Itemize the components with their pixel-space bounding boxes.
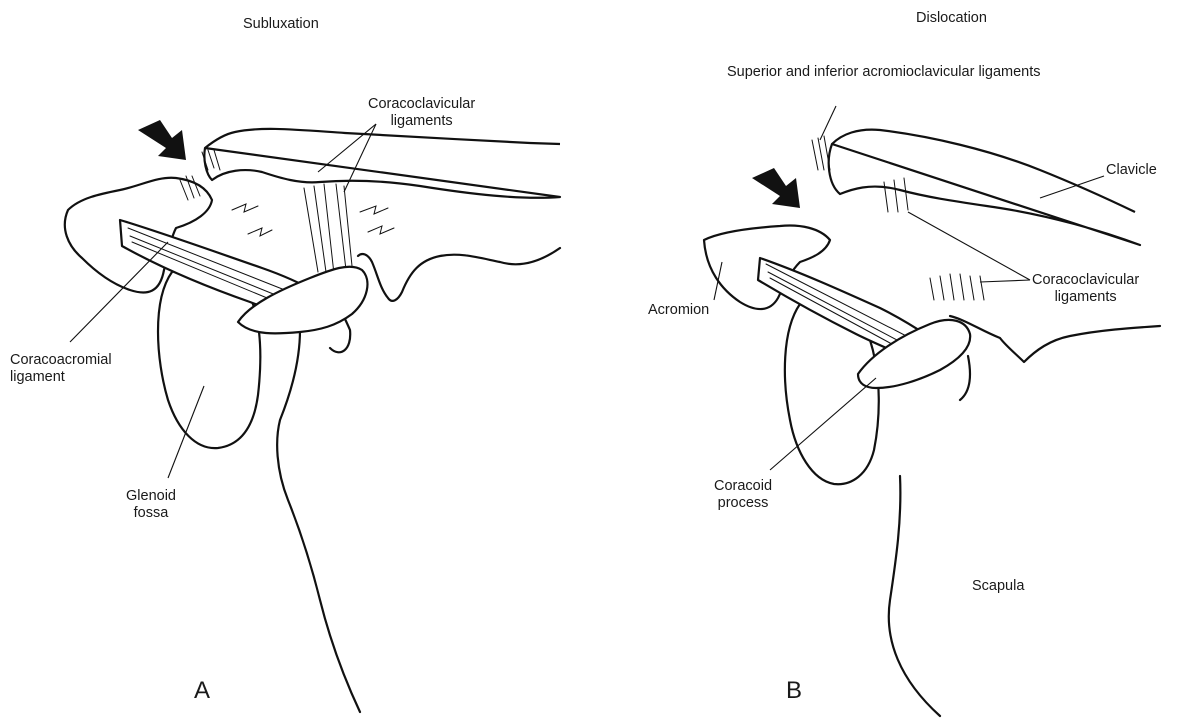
panel-a-drawing [65,120,560,712]
panel-a-joint-arrow [138,120,186,160]
panel-b-label-scapula: Scapula [972,578,1024,595]
panel-a-label-coracoacromial-ligament: Coracoacromial ligament [10,352,112,386]
panel-a-letter: A [194,678,210,704]
panel-a-clavicle [204,129,560,198]
panel-a-label-coracoclavicular-ligaments: Coracoclavicular ligaments [368,96,475,130]
panel-b-joint-arrow [752,168,800,208]
panel-a-label-glenoid-fossa: Glenoid fossa [126,488,176,522]
panel-a-title: Subluxation [243,16,319,33]
panel-b-title: Dislocation [916,10,987,27]
panel-b-drawing [704,106,1160,716]
panel-b-clavicle [829,130,1140,245]
panel-b-label-clavicle: Clavicle [1106,162,1157,179]
panel-b-label-coracoclavicular-ligaments: Coracoclavicular ligaments [1032,272,1139,306]
panel-b-label-acromioclavicular-ligaments: Superior and inferior acromioclavicular … [727,64,1041,81]
panel-b-label-coracoid-process: Coracoid process [714,478,772,512]
panel-b-letter: B [786,678,802,704]
panel-b-label-acromion: Acromion [648,302,709,319]
